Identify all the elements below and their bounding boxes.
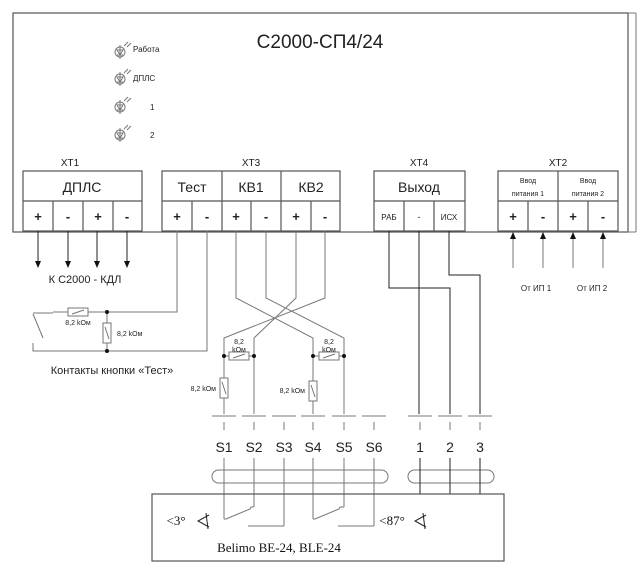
cable-bundle-right xyxy=(407,469,495,484)
group-label: питания 1 xyxy=(512,191,544,198)
pin-label: - xyxy=(601,209,605,224)
device-enclosure xyxy=(12,12,629,233)
resistor-label: 8,2 xyxy=(234,339,244,346)
kdl-label: К С2000 - КДЛ xyxy=(49,274,122,286)
group-label: ДПЛС xyxy=(63,179,102,195)
actuator-box xyxy=(151,493,505,562)
block-name: XT3 xyxy=(242,158,261,169)
ip2-label: От ИП 2 xyxy=(577,284,608,293)
pin-label: - xyxy=(418,212,421,222)
terminal-label: S4 xyxy=(304,439,321,455)
terminal-label: S5 xyxy=(335,439,352,455)
pin-label: - xyxy=(541,209,545,224)
terminal-label: 2 xyxy=(446,439,454,455)
angle-icon xyxy=(413,512,427,530)
group-label: КВ2 xyxy=(298,179,323,195)
terminal-block-xt2: XT2 Ввод питания 1 Ввод питания 2 + - + … xyxy=(497,158,619,232)
terminal-block-xt1: XT1 ДПЛС + - + - xyxy=(22,158,143,232)
pin-label: РАБ xyxy=(381,213,396,222)
resistor-label: 8,2 kОм xyxy=(117,331,143,338)
resistor-label: kОм xyxy=(322,347,336,354)
terminal-block-xt3: XT3 Тест КВ1 КВ2 + - + - + - xyxy=(161,158,341,232)
terminal-label: 1 xyxy=(416,439,424,455)
led-icon xyxy=(114,124,132,142)
terminal-label: 3 xyxy=(476,439,484,455)
group-label: Ввод xyxy=(520,178,536,185)
block-name: XT4 xyxy=(410,158,429,169)
terminal-label: S3 xyxy=(275,439,292,455)
block-name: XT1 xyxy=(61,158,80,169)
led-icon xyxy=(114,68,132,86)
led-icon xyxy=(114,96,132,114)
terminal-label: S6 xyxy=(365,439,382,455)
angle-icon xyxy=(196,512,210,530)
power-arrows xyxy=(510,232,606,268)
pin-label: - xyxy=(66,209,70,224)
ip1-label: От ИП 1 xyxy=(521,284,552,293)
actuator-terminals xyxy=(212,415,492,430)
pin-label: - xyxy=(264,209,268,224)
group-label: Ввод xyxy=(580,178,596,185)
output-wires xyxy=(388,231,481,414)
resistor xyxy=(67,307,89,317)
device-title: С2000-СП4/24 xyxy=(257,32,384,53)
resistor-label: 8,2 xyxy=(324,339,334,346)
led-label-rabota: Работа xyxy=(133,45,160,54)
pin-label: - xyxy=(125,209,129,224)
kdl-arrows xyxy=(35,231,130,268)
pin-label: + xyxy=(94,209,102,224)
led-list: Работа ДПЛС 1 2 xyxy=(114,41,160,142)
switch-contact xyxy=(32,313,44,339)
block-name: XT2 xyxy=(549,158,568,169)
group-label: КВ1 xyxy=(238,179,263,195)
pin-label: - xyxy=(323,209,327,224)
resistor-label: 8,2 kОм xyxy=(280,388,306,395)
group-label: Тест xyxy=(178,179,208,195)
angle-low-label: <3° xyxy=(166,513,185,528)
angle-high-label: <87° xyxy=(379,513,405,528)
pin-label: + xyxy=(34,209,42,224)
pin-label: + xyxy=(509,209,517,224)
test-contacts-label: Контакты кнопки «Тест» xyxy=(51,365,174,377)
group-label: Выход xyxy=(398,179,440,195)
terminal-label: S2 xyxy=(245,439,262,455)
test-button-circuit xyxy=(32,231,208,353)
led-label-2: 2 xyxy=(150,131,155,140)
cable-bundle-left xyxy=(211,469,389,484)
group-label: питания 2 xyxy=(572,191,604,198)
resistor-label: kОм xyxy=(232,347,246,354)
pin-label: + xyxy=(292,209,300,224)
actuator-internal-wires xyxy=(223,458,481,527)
pin-label: + xyxy=(173,209,181,224)
pin-label: - xyxy=(205,209,209,224)
limit-switch-wires xyxy=(219,231,346,414)
resistor-label: 8,2 kОм xyxy=(65,320,91,327)
pin-label: ИСХ xyxy=(441,213,458,222)
led-label-dpls: ДПЛС xyxy=(133,74,155,83)
pin-label: + xyxy=(232,209,240,224)
resistor-label: 8,2 kОм xyxy=(191,386,217,393)
actuator-model: Belimo BE-24, BLE-24 xyxy=(217,540,341,555)
led-label-1: 1 xyxy=(150,103,155,112)
led-icon xyxy=(114,41,132,59)
terminal-block-xt4: XT4 Выход РАБ - ИСХ xyxy=(373,158,466,232)
pin-label: + xyxy=(569,209,577,224)
terminal-label: S1 xyxy=(215,439,232,455)
